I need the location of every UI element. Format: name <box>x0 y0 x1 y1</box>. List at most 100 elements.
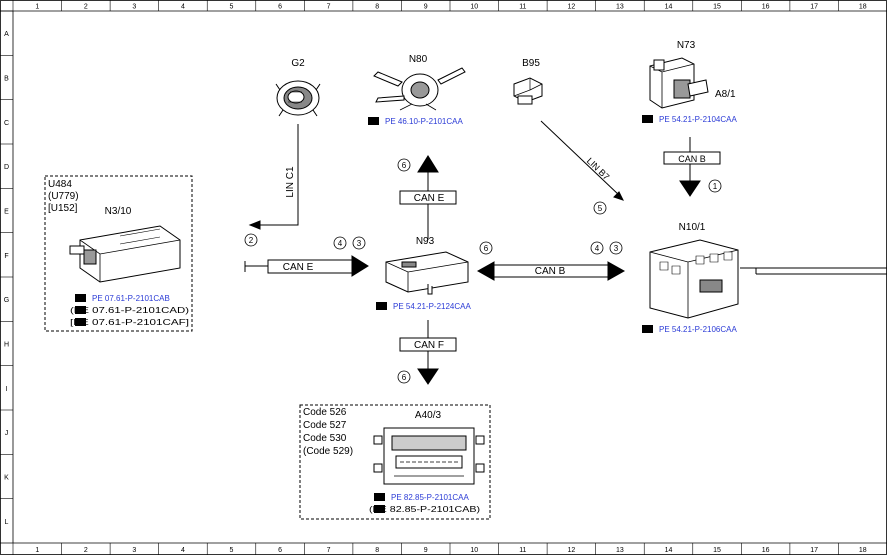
grid-column-label: 11 <box>519 547 526 554</box>
n3-10-ref-3[interactable]: [PE 07.61-P-2101CAF] <box>70 318 189 327</box>
grid-column-label: 10 <box>470 547 478 554</box>
n73-ref[interactable]: PE 54.21-P-2104CAA <box>642 115 737 124</box>
grid-column-label: 11 <box>519 4 526 11</box>
marker-2: 2 <box>244 233 258 247</box>
grid-column-label: 17 <box>810 547 818 554</box>
grid-row-label: E <box>4 209 9 216</box>
grid-column-labels: 1122334455667788991010111112121313141415… <box>12 0 867 555</box>
grid-column-label: 5 <box>230 4 234 11</box>
n93-label: N93 <box>416 236 435 247</box>
n3-10-variant-3: [U152] <box>48 203 78 214</box>
n3-10-label: N3/10 <box>105 206 132 217</box>
svg-text:6: 6 <box>484 244 489 253</box>
a40-3-code-2: Code 527 <box>303 420 347 431</box>
n93-ref-text: PE 54.21-P-2124CAA <box>393 302 471 311</box>
svg-text:4: 4 <box>338 239 343 248</box>
grid-row-label: J <box>5 430 9 437</box>
n73-sub-label: A8/1 <box>715 89 736 100</box>
can-f-label: CAN F <box>414 340 444 351</box>
marker-6-bottom: 6 <box>397 370 411 384</box>
marker-3-right: 3 <box>609 241 623 255</box>
svg-text:3: 3 <box>614 244 619 253</box>
svg-text:3: 3 <box>357 239 362 248</box>
can-b-mid-connection <box>476 261 626 281</box>
can-f-connection <box>399 320 457 385</box>
n3-10-ref-1[interactable]: PE 07.61-P-2101CAB <box>75 294 170 303</box>
marker-5: 5 <box>593 201 607 215</box>
marker-4-left: 4 <box>333 236 347 250</box>
grid-row-label: K <box>4 475 9 482</box>
can-e-up-label: CAN E <box>414 193 445 204</box>
a40-3-code-3: Code 530 <box>303 433 347 444</box>
grid-column-label: 5 <box>230 547 234 554</box>
grid-column-label: 4 <box>181 547 185 554</box>
steering-column-module-n80-icon <box>373 67 466 111</box>
grid-column-label: 16 <box>762 547 770 554</box>
n80-ref[interactable]: PE 46.10-P-2101CAA <box>368 117 463 126</box>
marker-1: 1 <box>708 179 722 193</box>
can-e-left-connection <box>244 255 369 277</box>
grid-column-label: 12 <box>567 4 575 11</box>
grid-column-label: 13 <box>616 4 624 11</box>
a40-3-ref-2[interactable]: (PE 82.85-P-2101CAB) <box>369 505 480 514</box>
g2-label: G2 <box>291 58 305 69</box>
grid-row-label: H <box>4 342 9 349</box>
grid-column-label: 1 <box>35 4 39 11</box>
grid-column-label: 15 <box>713 547 721 554</box>
sensor-b95-icon <box>513 77 543 105</box>
gateway-n93-icon <box>385 251 469 295</box>
svg-text:6: 6 <box>402 161 407 170</box>
svg-text:(PE 82.85-P-2101CAB): (PE 82.85-P-2101CAB) <box>369 505 480 514</box>
can-e-left-label: CAN E <box>283 262 314 273</box>
grid-column-label: 8 <box>375 547 379 554</box>
grid-column-label: 14 <box>665 547 673 554</box>
b95-label: B95 <box>522 58 540 69</box>
grid-column-label: 9 <box>424 4 428 11</box>
grid-column-label: 8 <box>375 4 379 11</box>
a40-3-code-1: Code 526 <box>303 407 347 418</box>
grid-column-label: 12 <box>567 547 575 554</box>
svg-text:(PE 07.61-P-2101CAD): (PE 07.61-P-2101CAD) <box>70 306 189 315</box>
grid-column-label: 3 <box>132 4 136 11</box>
grid-row-label: B <box>4 76 9 83</box>
a40-3-ref-1[interactable]: PE 82.85-P-2101CAA <box>374 493 469 502</box>
marker-6-mid: 6 <box>479 241 493 255</box>
engine-control-unit-n3-10-icon <box>69 225 181 283</box>
n80-label: N80 <box>409 54 428 65</box>
n80-ref-text: PE 46.10-P-2101CAA <box>385 117 463 126</box>
grid-column-label: 15 <box>713 4 721 11</box>
svg-text:2: 2 <box>249 236 254 245</box>
n73-ref-text: PE 54.21-P-2104CAA <box>659 115 737 124</box>
svg-text:6: 6 <box>402 373 407 382</box>
svg-text:4: 4 <box>595 244 600 253</box>
ignition-switch-n73-icon <box>649 57 709 109</box>
marker-3-left: 3 <box>352 236 366 250</box>
generator-g2-icon <box>275 80 321 117</box>
n3-10-ref-2[interactable]: (PE 07.61-P-2101CAD) <box>70 306 189 315</box>
grid-column-label: 18 <box>859 547 867 554</box>
n93-ref[interactable]: PE 54.21-P-2124CAA <box>376 302 471 311</box>
svg-text:PE 82.85-P-2101CAA: PE 82.85-P-2101CAA <box>391 493 469 502</box>
grid-column-label: 14 <box>665 4 673 11</box>
grid-column-label: 17 <box>810 4 818 11</box>
grid-column-label: 18 <box>859 4 867 11</box>
grid-column-label: 6 <box>278 4 282 11</box>
grid-row-label: F <box>4 253 8 260</box>
a40-3-label: A40/3 <box>415 410 442 421</box>
grid-column-label: 2 <box>84 547 88 554</box>
grid-column-label: 7 <box>327 4 331 11</box>
lin-c1-label: LIN C1 <box>285 166 296 198</box>
lin-c1-line <box>248 124 299 230</box>
svg-text:1: 1 <box>713 182 718 191</box>
lin-b7-line <box>540 120 624 201</box>
grid-row-label: C <box>4 120 9 127</box>
grid-row-label: I <box>6 386 8 393</box>
fuse-relay-module-n10-1-icon <box>649 239 739 319</box>
grid-column-label: 3 <box>132 547 136 554</box>
n73-label: N73 <box>677 40 696 51</box>
n10-1-ref[interactable]: PE 54.21-P-2106CAA <box>642 325 737 334</box>
svg-text:[PE 07.61-P-2101CAF]: [PE 07.61-P-2101CAF] <box>70 318 189 327</box>
n3-10-variant-2: (U779) <box>48 191 79 202</box>
can-b-top-connection <box>663 137 721 197</box>
